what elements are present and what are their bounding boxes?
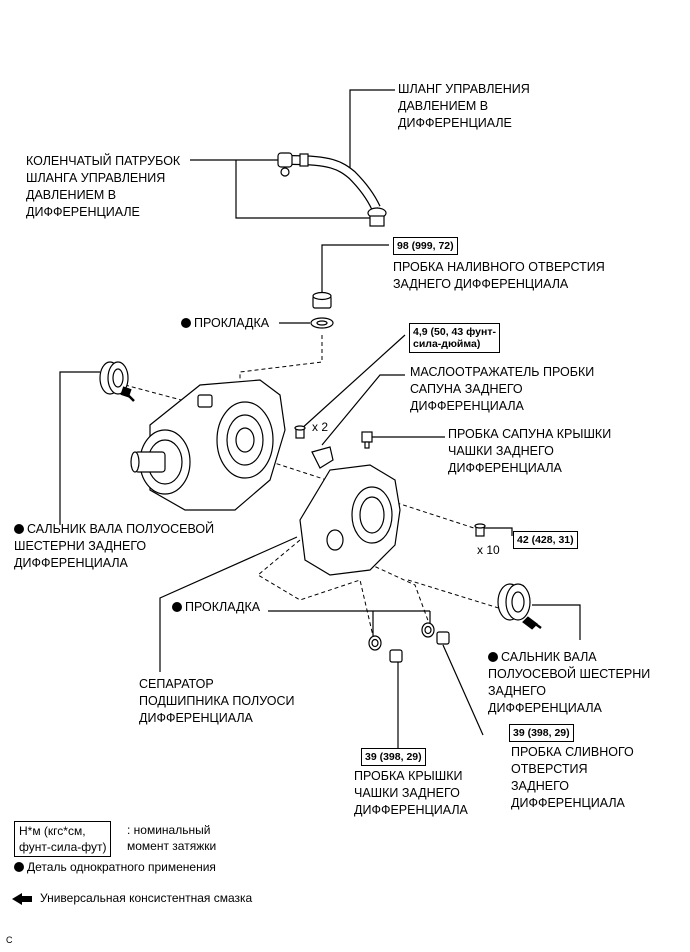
gasket-bottom-leader — [268, 610, 431, 636]
torque-filler: 98 (999, 72) — [393, 237, 458, 255]
cover-dash-a — [257, 539, 374, 637]
qty-x2: x 2 — [312, 420, 329, 434]
filler-leader — [321, 244, 389, 295]
pressure-hose — [277, 152, 387, 227]
non-reusable-bullet — [488, 652, 498, 662]
grease-arrow-left — [120, 386, 135, 402]
label-breather-deflector: МАСЛООТРАЖАТЕЛЬ ПРОБКИ САПУНА ЗАДНЕГО ДИ… — [410, 365, 595, 413]
breather-plug-part — [361, 431, 373, 449]
label-filler-plug: ПРОБКА НАЛИВНОГО ОТВЕРСТИЯ ЗАДНЕГО ДИФФЕ… — [393, 260, 605, 291]
legend-non-reusable: Деталь однократного применения — [14, 859, 216, 876]
torque-small-bolt: 4,9 (50, 43 фунт- сила-дюйма) — [409, 323, 500, 353]
seal-left-leader — [59, 371, 100, 525]
non-reusable-bullet — [14, 862, 24, 872]
legend-grease: Универсальная консистентная смазка — [40, 891, 253, 905]
label-separator: СЕПАРАТОР ПОДШИПНИКА ПОЛУОСИ ДИФФЕРЕНЦИА… — [139, 677, 295, 725]
carrier-cover — [299, 464, 401, 576]
label-cover-plug: ПРОБКА КРЫШКИ ЧАШКИ ЗАДНЕГО ДИФФЕРЕНЦИАЛ… — [354, 769, 468, 817]
grease-legend-icon — [12, 893, 32, 905]
torque-cover-bolts: 42 (428, 31) — [513, 531, 578, 549]
breather-deflector-part — [311, 446, 334, 469]
differential-housing — [130, 379, 286, 511]
grease-arrow-right — [522, 616, 542, 630]
label-drain-plug: ПРОБКА СЛИВНОГО ОТВЕРСТИЯ ЗАДНЕГО ДИФФЕР… — [511, 745, 634, 810]
torque-cover-plug: 39 (398, 29) — [361, 748, 426, 766]
torque-drain: 39 (398, 29) — [509, 724, 574, 742]
label-seal-left: САЛЬНИК ВАЛА ПОЛУОСЕВОЙ ШЕСТЕРНИ ЗАДНЕГО… — [14, 522, 215, 570]
footer-code: C — [6, 935, 13, 945]
deflector-leader — [321, 374, 405, 446]
label-breather-plug: ПРОБКА САПУНА КРЫШКИ ЧАШКИ ЗАДНЕГО ДИФФЕ… — [448, 427, 612, 475]
elbow-leader — [190, 159, 372, 219]
label-gasket-bottom: ПРОКЛАДКА — [172, 599, 260, 616]
label-pressure-hose: ШЛАНГ УПРАВЛЕНИЯ ДАВЛЕНИЕМ В ДИФФЕРЕНЦИА… — [398, 82, 530, 130]
seal-right-part — [497, 583, 531, 621]
drain-plug-part — [436, 631, 450, 645]
non-reusable-bullet — [14, 524, 24, 534]
label-seal-right: САЛЬНИК ВАЛА ПОЛУОСЕВОЙ ШЕСТЕРНИ ЗАДНЕГО… — [488, 650, 651, 715]
seal-right-leader — [532, 604, 581, 640]
filler-plug-part — [310, 291, 334, 329]
cover-bolt-part — [474, 523, 486, 537]
hose-leader — [349, 89, 395, 170]
legend-torque-desc: : номинальный момент затяжки — [127, 823, 217, 853]
non-reusable-bullet — [172, 602, 182, 612]
lower-plugs — [368, 622, 450, 663]
seal-left-part — [99, 361, 129, 395]
separator-leader — [159, 536, 298, 672]
qty-x10: x 10 — [477, 543, 500, 557]
seal-right-dash — [407, 579, 506, 611]
bolts-leader — [478, 527, 513, 536]
label-elbow: КОЛЕНЧАТЫЙ ПАТРУБОК ШЛАНГА УПРАВЛЕНИЯ ДА… — [26, 154, 181, 219]
drain-leader — [442, 644, 484, 736]
bolt-small-leader — [299, 334, 406, 431]
small-bolt-part — [294, 425, 306, 439]
label-gasket-top: ПРОКЛАДКА — [181, 315, 269, 332]
cover-plug-part — [389, 649, 403, 663]
non-reusable-bullet — [181, 318, 191, 328]
legend-torque-box: Н*м (кгс*см, фунт-сила-фут) — [14, 821, 112, 857]
